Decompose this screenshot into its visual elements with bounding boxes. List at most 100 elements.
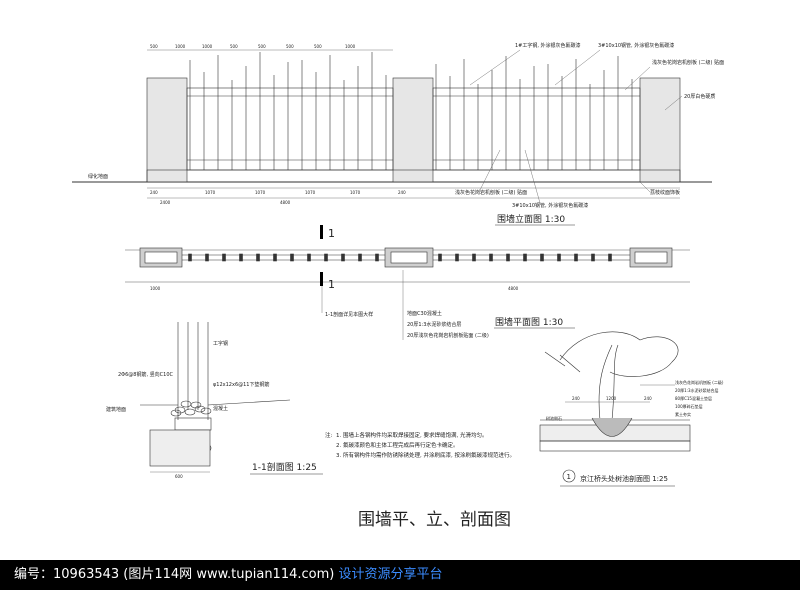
elevation-top-dims: 500 1000 1000 500 500 500 500 1000 [150, 44, 356, 49]
plan-note-1: 地面C30混凝土 [407, 310, 442, 317]
plan-post [608, 253, 612, 262]
tree-pit-label-2: 20厚1:3水泥砂浆结合层 [675, 387, 719, 393]
plan-post [324, 253, 328, 262]
pier-middle [392, 77, 434, 183]
elevation-callout-top1: 1#工字钢, 外涂银灰色氟碳漆 [515, 42, 581, 49]
section-label-3: φ12x12x6@11下垫钢筋 [213, 381, 270, 388]
rubble-stone [200, 407, 212, 415]
plan-dim-2: 4800 [508, 286, 519, 291]
rubble-stone [184, 408, 196, 416]
tree-pit-label-3: 80厚C15混凝土垫层 [675, 395, 712, 401]
footer-id-text: 编号：10963543 (图片114网 www.tupian114.com) [14, 567, 335, 582]
section-label-2: 2Φ6@8钢筋, 竖向C10C [118, 371, 174, 378]
rubble-stone [194, 405, 206, 413]
plan-post [557, 253, 561, 262]
elevation-bottom-dims: 240 1070 1070 1070 1070 240 2400 4800 [150, 190, 406, 205]
dim-bottom-6: 240 [398, 190, 406, 195]
plan-post [222, 253, 226, 262]
section-title: 1-1剖面图 1:25 [252, 461, 317, 473]
pier-left [146, 77, 188, 183]
dim-top-8: 1000 [345, 44, 356, 49]
elevation-title: 围墙立面图 1:30 [497, 213, 565, 225]
plan-post [438, 253, 442, 262]
elevation-callout-bottom1: 浅灰色花岗岩机刨板 (二级) 贴面 [455, 189, 527, 196]
tree-pit-number-circle [562, 469, 576, 483]
plan-post [341, 253, 345, 262]
tree-pit-view [539, 331, 691, 452]
dim-top-7: 500 [314, 44, 322, 49]
plan-post [290, 253, 294, 262]
plan-view [125, 247, 690, 283]
section-label-1: 工字钢 [213, 340, 228, 347]
plan-note-2: 20厚1:3水泥砂浆结合层 [407, 321, 461, 328]
drawing-sheet: 1#工字钢, 外涂银灰色氟碳漆 3#10x10钢管, 外涂银灰色氟碳漆 浅灰色花… [72, 42, 724, 530]
plan-post [540, 253, 544, 262]
tree-pit-label-4: 100厚碎石垫层 [675, 403, 703, 409]
dim-top-4: 500 [230, 44, 238, 49]
plan-dim-1: 1000 [150, 286, 161, 291]
section-dim: 600 [175, 474, 183, 479]
rubble-stone [190, 401, 202, 409]
section-cut-mark-top [320, 225, 323, 239]
dim-total-1: 2400 [160, 200, 171, 205]
plan-post [472, 253, 476, 262]
plan-post [273, 253, 277, 262]
dim-top-2: 1000 [175, 44, 186, 49]
plan-post [188, 253, 192, 262]
plan-post [489, 253, 493, 262]
notes-item-1: 1. 围墙上各钢构件均采取焊接固定, 要求焊缝饱满, 光滑均匀。 [336, 431, 488, 439]
main-title: 围墙平、立、剖面图 [358, 510, 511, 530]
plan-post [256, 253, 260, 262]
plan-post [506, 253, 510, 262]
dim-top-5: 500 [258, 44, 266, 49]
dim-top-6: 500 [286, 44, 294, 49]
tree-pit-label-5: 素土夯实 [675, 411, 691, 417]
notes-head: 注: [325, 431, 333, 439]
dim-bottom-1: 240 [150, 190, 158, 195]
plan-post [523, 253, 527, 262]
plan-post [205, 253, 209, 262]
dim-bottom-3: 1070 [255, 190, 266, 195]
footer-link[interactable]: 设计资源分享平台 [338, 567, 443, 582]
tree-pit-label-1: 浅灰色花岗岩机刨板 (二级) [675, 379, 724, 385]
plan-post [375, 253, 379, 262]
rubble-stone [170, 409, 182, 417]
tree-pit-title: 京江桥头处树池剖面图 1:25 [580, 474, 668, 483]
elevation-view [72, 52, 712, 183]
watermark-footer: 编号：10963543 (图片114网 www.tupian114.com) 设… [0, 560, 800, 590]
tree-pit-left-label: 树池侧石 [546, 415, 562, 421]
section-label-5: 混凝土 [213, 405, 228, 412]
tree-pit-number: 1 [567, 473, 571, 481]
elevation-callout-right2: 20厚白色硬质 [684, 93, 715, 100]
plan-title: 围墙平面图 1:30 [495, 316, 563, 328]
notes-item-2: 2. 氟碳漆颜色和主体工程完成后再行定色卡确定。 [336, 441, 459, 449]
pier-right [639, 77, 681, 183]
dim-top-1: 500 [150, 44, 158, 49]
dim-bottom-5: 1070 [350, 190, 361, 195]
dim-total-2: 4800 [280, 200, 291, 205]
elevation-callout-bottom2: 3#10x10钢管, 外涂银灰色氟碳漆 [512, 202, 588, 209]
plan-post [358, 253, 362, 262]
section-label-4: 建筑地面 [106, 406, 126, 413]
dim-bottom-4: 1070 [305, 190, 316, 195]
plan-note-3: 20厚浅灰色花岗岩机刨板贴面 (二级) [407, 332, 489, 339]
plan-section-note: 1-1剖面详见本图大样 [325, 311, 373, 318]
elevation-callout-top2: 3#10x10钢管, 外涂银灰色氟碳漆 [598, 42, 674, 49]
dim-bottom-2: 1070 [205, 190, 216, 195]
elevation-ground-label: 绿化地面 [88, 173, 108, 180]
plan-post [239, 253, 243, 262]
tree-pit-dim-2: 1200 [606, 396, 617, 401]
plan-post [574, 253, 578, 262]
rubble-stone [180, 400, 192, 408]
plan-post [307, 253, 311, 262]
section-mark-top: 1 [328, 227, 335, 240]
tree-pit-dim-1: 240 [572, 396, 580, 401]
section-cut-mark-bottom [320, 272, 323, 286]
elevation-callout-bottom3: 荔枝纹面饰板 [650, 189, 680, 196]
section-view [140, 322, 291, 467]
elevation-callout-right1: 浅灰色花岗岩机刨板 (二级) 贴面 [652, 59, 724, 66]
dim-top-3: 1000 [202, 44, 213, 49]
section-mark-bottom: 1 [328, 278, 335, 291]
notes-item-3: 3. 所有钢构件均需作防锈除锈处理, 并涂刷底漆, 按涂刷氟碳漆规范进行。 [336, 451, 515, 459]
plan-post [455, 253, 459, 262]
